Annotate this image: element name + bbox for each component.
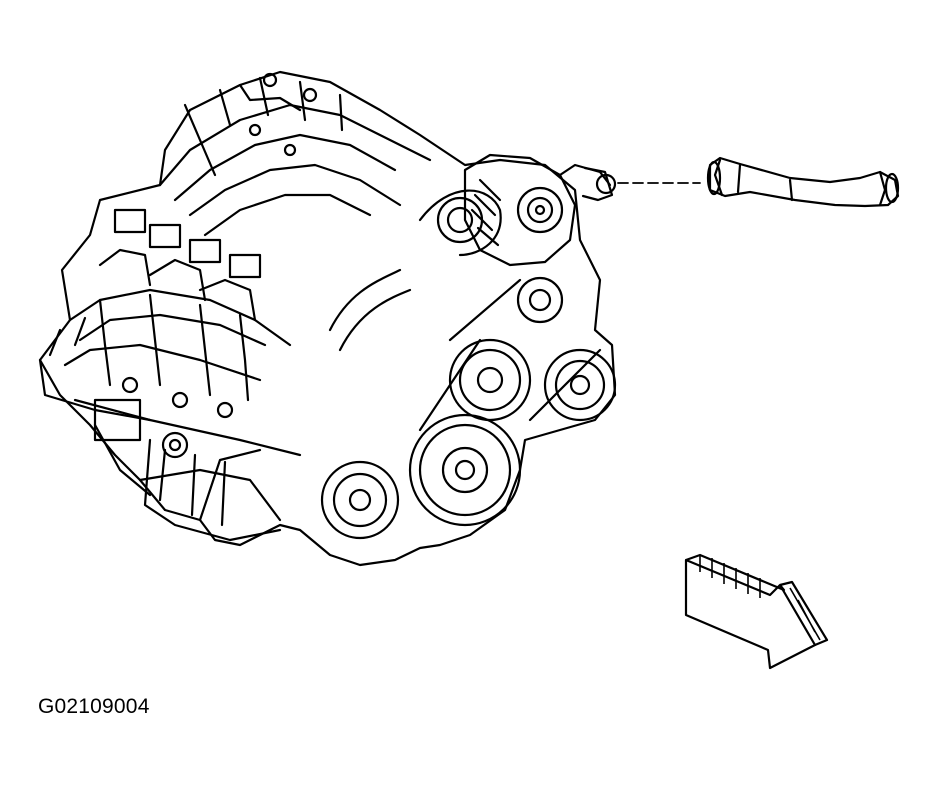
front-accessory-drive [320,276,617,540]
left-valve-cover [68,208,292,419]
throttle-body [328,189,502,352]
figure-id-label: G02109004 [38,695,150,718]
alternator [463,153,612,267]
oil-pan [93,398,282,542]
radiator-hose [617,156,900,208]
coolant-outlet [581,166,617,202]
intake-manifold [158,72,432,237]
forward-arrow-icon [684,553,829,670]
exhaust-manifold [38,316,152,422]
